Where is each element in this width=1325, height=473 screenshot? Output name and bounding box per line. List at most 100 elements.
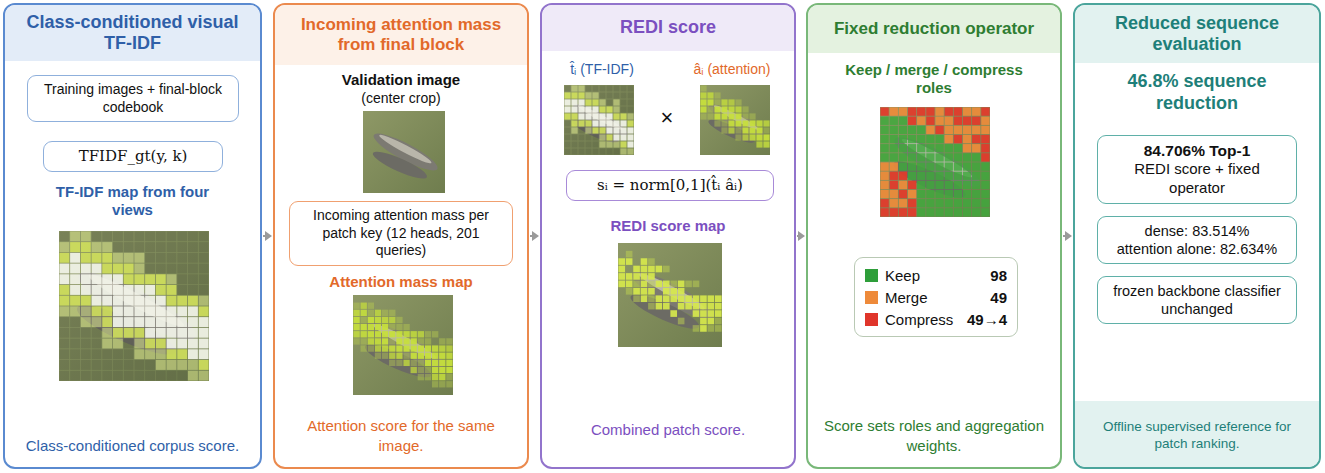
patch-cell (59, 285, 69, 295)
patch-cell (685, 281, 692, 288)
patch-cell (59, 317, 69, 327)
patch-cell (592, 113, 598, 119)
patch-cell (592, 134, 598, 140)
patch-cell (606, 99, 612, 105)
patch-cell (418, 367, 424, 373)
patch-cell (113, 328, 123, 338)
patch-cell (626, 273, 633, 280)
patch-cell (714, 113, 720, 119)
patch-cell (935, 190, 943, 198)
patch-cell (620, 134, 626, 140)
patch-cell (972, 208, 980, 216)
patch-cell (102, 328, 112, 338)
patch-cell (935, 181, 943, 189)
panel: REDI scoreCombined patch score.sᵢ = norm… (540, 3, 796, 469)
patch-cell (963, 144, 971, 152)
patch-cell (92, 328, 102, 338)
patch-cell (756, 127, 762, 133)
photo-ground (353, 295, 453, 395)
patch-cell (763, 134, 769, 140)
patch-cell (899, 107, 907, 115)
patch-cell (972, 153, 980, 161)
caption-slot: Score sets roles and aggregation weights… (820, 416, 1048, 455)
patch-cell (620, 99, 626, 105)
patch-cell (389, 310, 395, 316)
patch-cell (627, 92, 633, 98)
label-slot: Keep / merge / compress roles (836, 61, 1032, 98)
patch-cell (396, 345, 402, 351)
patch-cell (188, 296, 198, 306)
photo-ground (880, 107, 990, 217)
patch-cell (102, 296, 112, 306)
patch-cell (188, 371, 198, 381)
patch-cell (963, 126, 971, 134)
figure-label: TF-IDF map from four views (55, 183, 210, 220)
patch-cell (102, 285, 112, 295)
patch-cell (592, 148, 598, 154)
patch-cell (935, 208, 943, 216)
patch-cell (167, 339, 177, 349)
patch-cell (890, 117, 898, 125)
patch-cell (599, 106, 605, 112)
patch-cell (935, 126, 943, 134)
patch-cell (425, 374, 431, 380)
patch-cell (353, 310, 359, 316)
attn-image (700, 85, 770, 155)
patch-cell (670, 295, 677, 302)
patch-cell (585, 120, 591, 126)
patch-cell (620, 113, 626, 119)
patch-cell (70, 339, 80, 349)
caption-slot: Combined patch score. (554, 420, 782, 440)
flow-arrow (263, 231, 272, 241)
patch-cell (571, 99, 577, 105)
patch-cell (917, 117, 925, 125)
patch-cell (935, 162, 943, 170)
patch-cell (571, 134, 577, 140)
box-text: frozen backbone classifier unchanged (1106, 282, 1288, 318)
patch-cell (890, 181, 898, 189)
patch-cell (926, 126, 934, 134)
legend-count: 49→4 (967, 311, 1007, 328)
patch-cell (908, 126, 916, 134)
patch-cell (585, 99, 591, 105)
patch-cell (134, 242, 144, 252)
patch-cell (890, 153, 898, 161)
patch-cell (134, 253, 144, 263)
patch-cell (432, 374, 438, 380)
title-slot: Fixed reduction operator (816, 19, 1052, 39)
patch-cell (403, 345, 409, 351)
patch-cell (81, 328, 91, 338)
patch-cell (124, 274, 134, 284)
patch-cell (411, 345, 417, 351)
patch-cell (648, 273, 655, 280)
patch-cell (917, 190, 925, 198)
figure-label: × (647, 105, 687, 132)
patch-cell (981, 190, 989, 198)
flow-arrow (797, 231, 805, 241)
patch-cell (926, 172, 934, 180)
patch-cell (641, 295, 648, 302)
patch-cell (963, 117, 971, 125)
patch-cell (899, 208, 907, 216)
flow-arrow (1063, 231, 1072, 241)
patch-cell (700, 99, 706, 105)
patch-cell (606, 106, 612, 112)
patch-cell (721, 106, 727, 112)
patch-cell (618, 258, 625, 265)
photo-ground (363, 111, 445, 193)
patch-cell (156, 231, 166, 241)
patch-cell (880, 199, 888, 207)
patch-cell (70, 317, 80, 327)
patch-cell (721, 120, 727, 126)
patch-cell (199, 253, 209, 263)
patch-cell (571, 120, 577, 126)
patch-cell (627, 99, 633, 105)
patch-cell (81, 296, 91, 306)
patch-cell (917, 144, 925, 152)
patch-cell (708, 325, 715, 332)
patch-cell (375, 338, 381, 344)
patch-cell (432, 381, 438, 387)
patch-cell (578, 106, 584, 112)
patch-cell (92, 253, 102, 263)
patch-cell (749, 113, 755, 119)
